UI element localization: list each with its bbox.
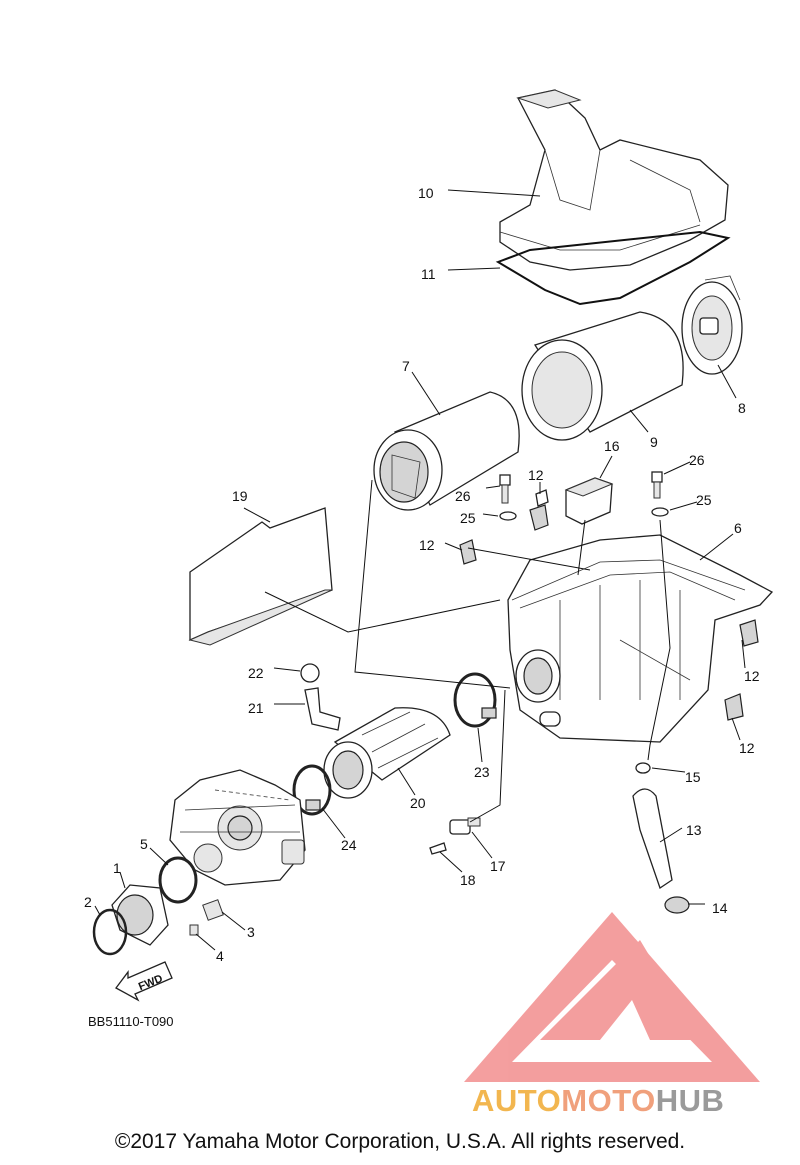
callout-25a: 25 (460, 510, 476, 526)
callout-12c: 12 (744, 668, 760, 684)
intake-sensor (429, 817, 481, 855)
callout-5: 5 (140, 836, 148, 852)
callout-12b: 12 (419, 537, 435, 553)
forward-arrow: FWD (115, 961, 173, 1002)
callout-22: 22 (248, 665, 264, 681)
breather-cap (681, 275, 743, 375)
foam-block (564, 477, 614, 525)
watermark-part3: HUB (655, 1083, 725, 1118)
callout-14: 14 (712, 900, 728, 916)
callout-numbers: 1234567891011121212121314151617181920212… (84, 185, 760, 964)
callout-25b: 25 (696, 492, 712, 508)
air-cleaner-case (507, 534, 774, 743)
callout-23: 23 (474, 764, 490, 780)
callout-1: 1 (113, 860, 121, 876)
side-plate (188, 507, 333, 646)
hose-bands (292, 672, 497, 816)
callout-6: 6 (734, 520, 742, 536)
watermark-logo (464, 912, 760, 1082)
watermark-part1: AUTO (472, 1083, 562, 1118)
air-cleaner-cover (499, 89, 729, 271)
callout-13: 13 (686, 822, 702, 838)
callout-4: 4 (216, 948, 224, 964)
callout-18: 18 (460, 872, 476, 888)
callout-12a: 12 (528, 467, 544, 483)
callout-24: 24 (341, 837, 357, 853)
drain-hose (632, 762, 690, 914)
inner-filter-element (373, 391, 520, 511)
callout-8: 8 (738, 400, 746, 416)
callout-2: 2 (84, 894, 92, 910)
callout-11: 11 (421, 266, 436, 282)
cover-gasket (495, 230, 731, 306)
callout-10: 10 (418, 185, 434, 201)
callout-26b: 26 (689, 452, 705, 468)
callout-26a: 26 (455, 488, 471, 504)
callout-9: 9 (650, 434, 658, 450)
manifold-parts (92, 856, 224, 956)
callout-21: 21 (248, 700, 264, 716)
callout-7: 7 (402, 358, 410, 374)
callout-19: 19 (232, 488, 248, 504)
bolts-washers (499, 471, 669, 521)
throttle-body (169, 769, 306, 886)
callout-15: 15 (685, 769, 701, 785)
watermark-part2: MOTO (561, 1083, 656, 1118)
callout-3: 3 (247, 924, 255, 940)
outer-filter-element (521, 311, 684, 441)
diagram-code: BB51110-T090 (88, 1014, 174, 1029)
breather-elbow (300, 663, 341, 731)
assembly-lines (214, 479, 671, 823)
callout-16: 16 (604, 438, 620, 454)
copyright-notice: ©2017 Yamaha Motor Corporation, U.S.A. A… (114, 1130, 686, 1153)
intake-joint (323, 707, 451, 799)
watermark-brand: AUTOMOTOHUB (472, 1083, 724, 1119)
clips (459, 489, 759, 721)
callout-12d: 12 (739, 740, 755, 756)
leader-lines (94, 189, 746, 951)
callout-20: 20 (410, 795, 426, 811)
callout-17: 17 (490, 858, 506, 874)
